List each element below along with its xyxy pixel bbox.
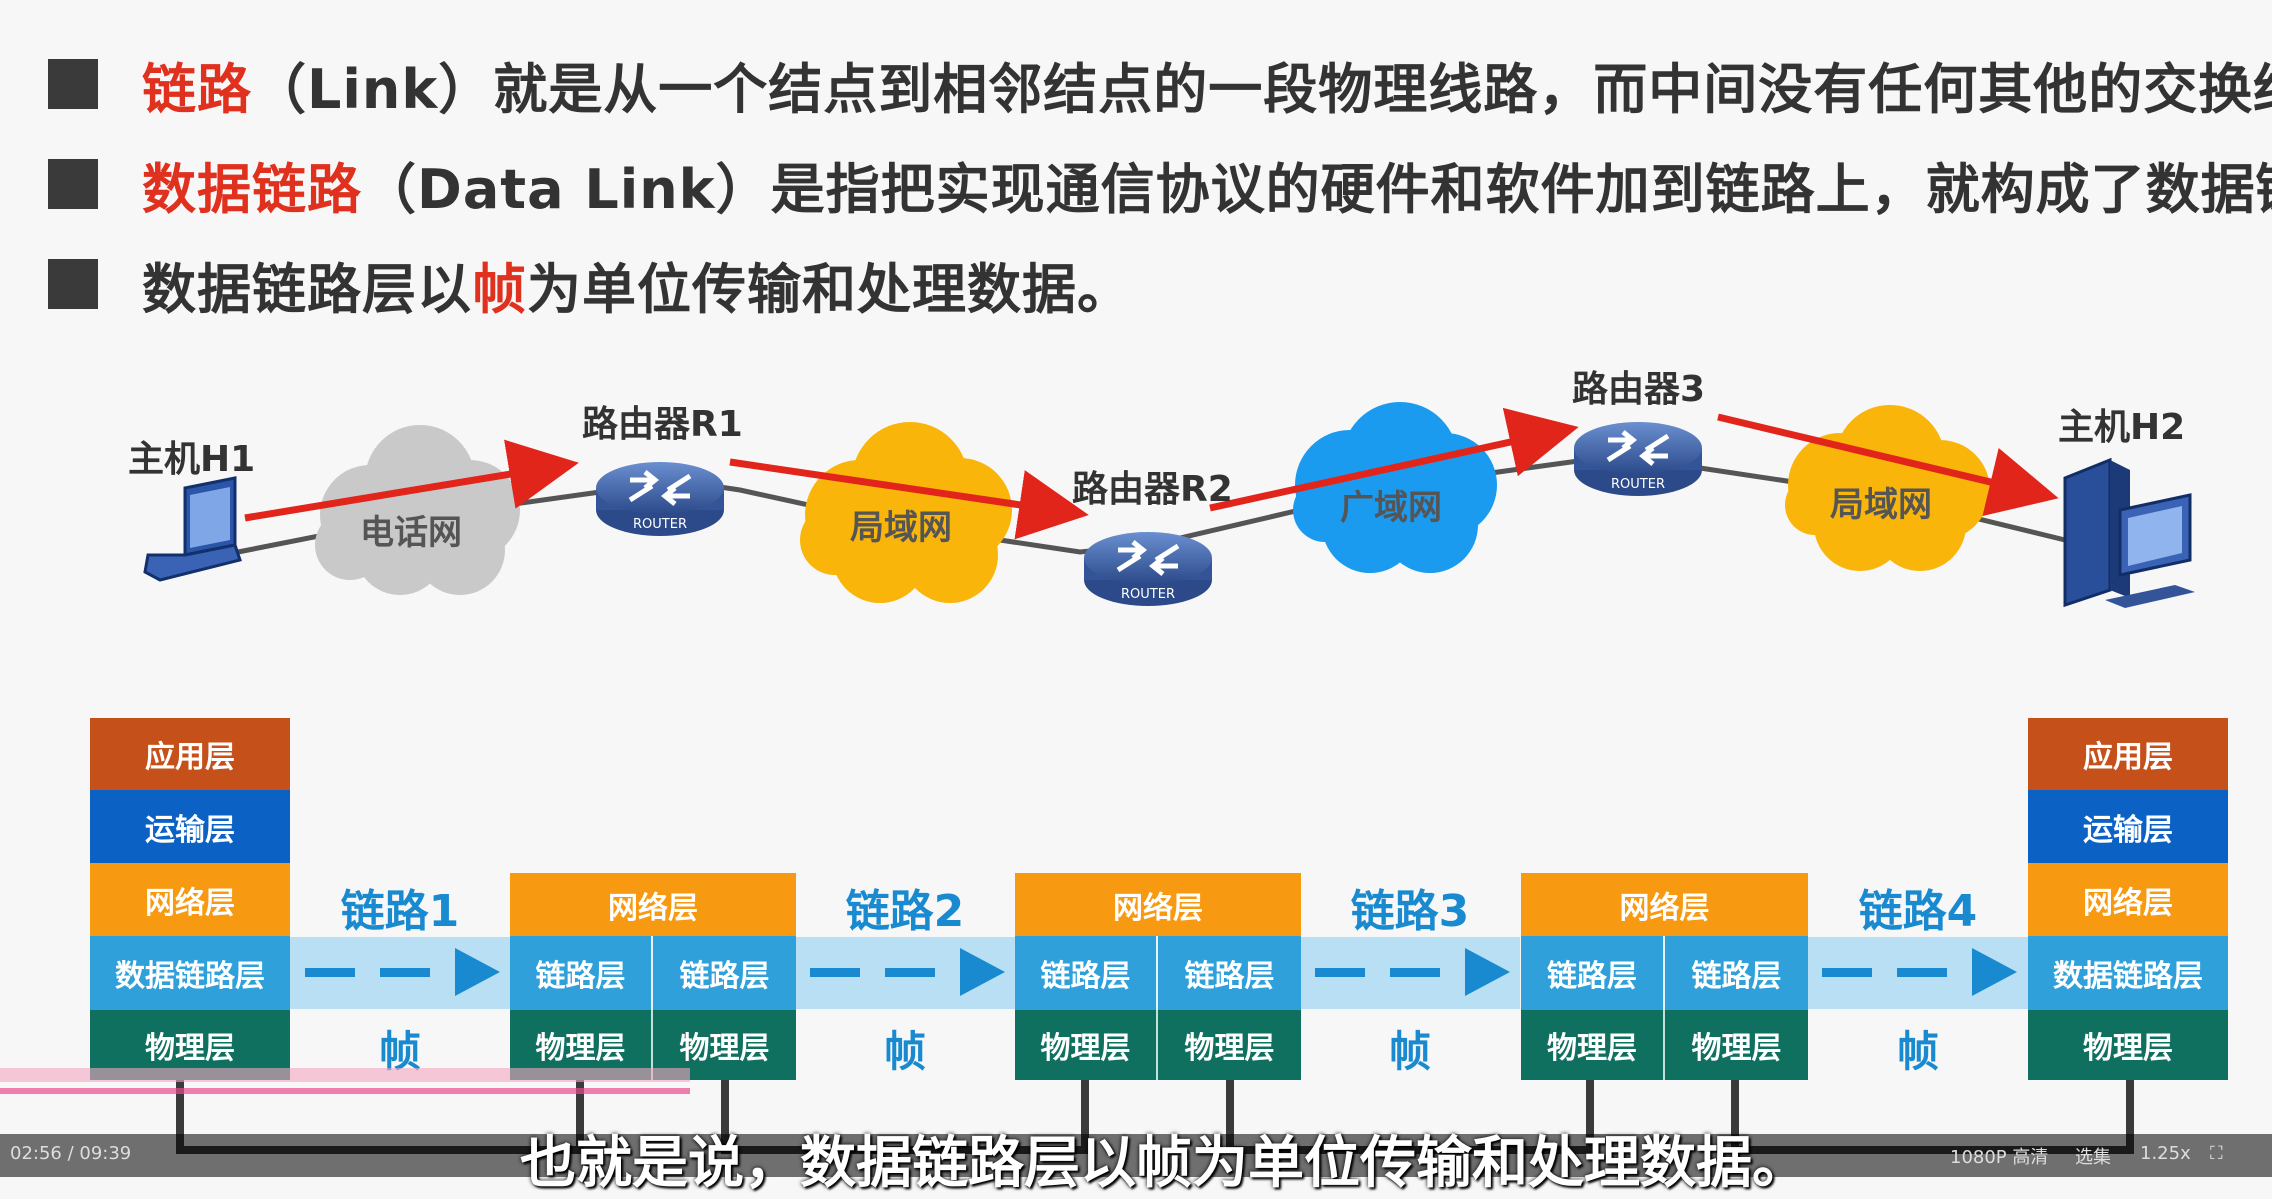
bullet-text: 为单位传输和处理数据。 xyxy=(527,257,1132,321)
layer-physical: 物理层 xyxy=(1158,1010,1301,1080)
layer-network: 网络层 xyxy=(1521,873,1808,936)
router-icon: ROUTER xyxy=(596,462,724,536)
fullscreen-icon[interactable]: ⛶ xyxy=(2210,1143,2223,1164)
layer-network: 网络层 xyxy=(90,863,290,936)
episode-select-button[interactable]: 选集 xyxy=(2075,1147,2111,1168)
frame-label: 帧 xyxy=(1388,1027,1431,1076)
link-label: 链路2 xyxy=(845,886,965,937)
video-subtitle: 也就是说，数据链路层以帧为单位传输和处理数据。 xyxy=(520,1131,1808,1196)
playback-time: 02:56 / 09:39 xyxy=(10,1143,132,1164)
speed-button[interactable]: 1.25x xyxy=(2140,1143,2191,1164)
cloud-label: 局域网 xyxy=(850,508,952,548)
bullet-item: 数据链路层以帧为单位传输和处理数据。 xyxy=(48,234,2272,334)
router-text: ROUTER xyxy=(1611,477,1665,492)
router-r1-label: 路由器R1 xyxy=(582,404,743,445)
frame-label: 帧 xyxy=(883,1027,926,1076)
router-r2-label: 路由器R2 xyxy=(1072,469,1233,510)
bullet-item: 数据链路（Data Link）是指把实现通信协议的硬件和软件加到链路上，就构成了… xyxy=(48,134,2272,234)
frame-label: 帧 xyxy=(1896,1027,1939,1076)
bullet-item: 链路（Link）就是从一个结点到相邻结点的一段物理线路，而中间没有任何其他的交换… xyxy=(48,34,2272,134)
router-r3-label: 路由器3 xyxy=(1572,369,1706,410)
bullet-list: 链路（Link）就是从一个结点到相邻结点的一段物理线路，而中间没有任何其他的交换… xyxy=(48,34,2272,334)
frame-label: 帧 xyxy=(378,1027,421,1076)
link-label: 链路4 xyxy=(1858,886,1978,937)
video-control-bar[interactable] xyxy=(0,1134,2272,1177)
host-h1-label: 主机H1 xyxy=(128,439,256,480)
layer-link: 链路层 xyxy=(653,936,796,1010)
layer-physical: 物理层 xyxy=(2028,1010,2228,1080)
link-label: 链路3 xyxy=(1350,886,1470,937)
layer-link: 链路层 xyxy=(1015,936,1158,1010)
cloud-lan-1 xyxy=(800,422,1012,603)
cloud-wan xyxy=(1293,402,1497,573)
bullet-square-icon xyxy=(48,259,98,309)
pen-highlight xyxy=(0,1088,690,1094)
router-text: ROUTER xyxy=(1121,587,1175,602)
cloud-label: 广域网 xyxy=(1340,488,1442,528)
router-icon: ROUTER xyxy=(1084,532,1212,606)
router-icon: ROUTER xyxy=(1574,422,1702,496)
bullet-text: （Data Link）是指把实现通信协议的硬件和软件加到链路上，就构成了数据链路 xyxy=(362,157,2272,221)
layer-physical: 物理层 xyxy=(1521,1010,1665,1080)
bullet-text: （Link）就是从一个结点到相邻结点的一段物理线路，而中间没有任何其他的交换结 xyxy=(252,57,2272,121)
layer-transport: 运输层 xyxy=(90,790,290,863)
bullet-term: 链路 xyxy=(142,57,252,121)
link-label: 链路1 xyxy=(340,886,460,937)
desktop-computer-icon xyxy=(2063,457,2195,608)
cloud-label: 电话网 xyxy=(360,513,462,553)
layer-datalink: 数据链路层 xyxy=(90,936,290,1010)
host-h2-label: 主机H2 xyxy=(2058,407,2186,448)
bullet-square-icon xyxy=(48,159,98,209)
bullet-square-icon xyxy=(48,59,98,109)
layer-link: 链路层 xyxy=(1665,936,1808,1010)
bullet-text: 数据链路层以 xyxy=(142,257,472,321)
layer-application: 应用层 xyxy=(90,718,290,790)
layer-application: 应用层 xyxy=(2028,718,2228,790)
layer-link: 链路层 xyxy=(1521,936,1665,1010)
layer-network: 网络层 xyxy=(510,873,796,936)
layer-network: 网络层 xyxy=(1015,873,1301,936)
cloud-label: 局域网 xyxy=(1830,485,1932,525)
layer-physical: 物理层 xyxy=(1015,1010,1158,1080)
layer-network: 网络层 xyxy=(2028,863,2228,936)
pen-highlight xyxy=(0,1068,690,1082)
layer-datalink: 数据链路层 xyxy=(2028,936,2228,1010)
layer-link: 链路层 xyxy=(510,936,653,1010)
layer-transport: 运输层 xyxy=(2028,790,2228,863)
laptop-icon xyxy=(143,476,242,582)
bullet-term: 数据链路 xyxy=(142,157,362,221)
layer-link: 链路层 xyxy=(1158,936,1301,1010)
data-flow-arrows xyxy=(244,407,2059,540)
quality-button[interactable]: 1080P 高清 xyxy=(1950,1147,2049,1168)
bullet-term: 帧 xyxy=(472,257,527,321)
router-text: ROUTER xyxy=(633,517,687,532)
layer-physical: 物理层 xyxy=(1665,1010,1808,1080)
